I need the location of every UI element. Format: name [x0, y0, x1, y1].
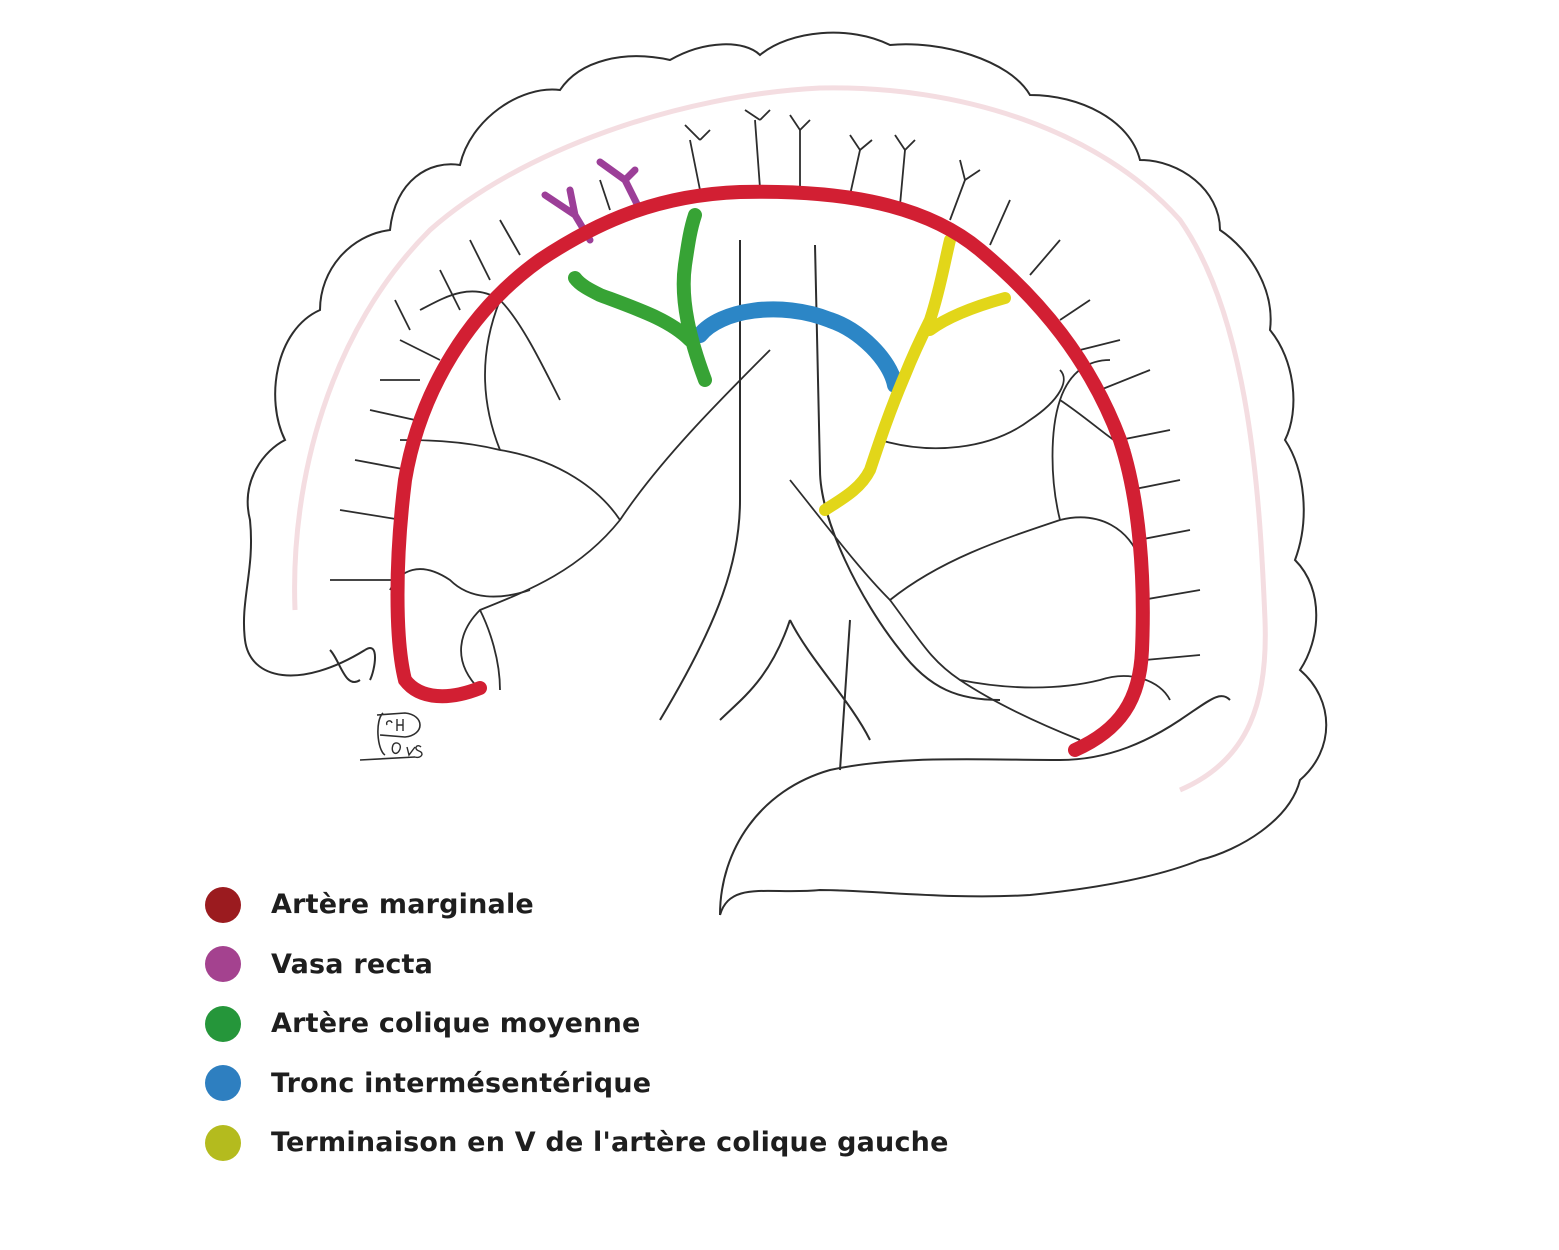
colon-outline [242, 31, 1328, 916]
legend-dot-marginal [205, 886, 241, 923]
arcade-branches [389, 290, 1171, 741]
intermesenteric-trunk [692, 301, 903, 393]
legend-item-intermesenteric: Tronc intermésentérique [205, 1054, 949, 1114]
legend-label-intermesenteric: Tronc intermésentérique [271, 1067, 652, 1099]
vasa-recta-branches [330, 109, 1201, 661]
legend-item-middle-colic: Artère colique moyenne [205, 994, 949, 1054]
mesenteric-root [659, 240, 1001, 771]
legend-item-vasa-recta: Vasa recta [205, 935, 949, 995]
legend-dot-vasa-recta [205, 946, 241, 983]
legend-item-marginal: Artère marginale [205, 875, 949, 935]
artist-signature [355, 705, 450, 775]
legend-dot-left-colic-v [205, 1124, 241, 1161]
left-colic-v-termination [819, 234, 1011, 516]
legend-dot-intermesenteric [205, 1065, 241, 1102]
middle-colic-artery [568, 208, 712, 387]
legend-label-left-colic-v: Terminaison en V de l'artère colique gau… [271, 1127, 949, 1159]
legend-item-left-colic-v: Terminaison en V de l'artère colique gau… [205, 1113, 949, 1173]
mesentery-outline [719, 695, 1231, 916]
legend-dot-middle-colic [205, 1005, 241, 1042]
taenia-band [292, 85, 1268, 793]
marginal-artery [390, 184, 1150, 757]
colon-inner-outline [329, 647, 376, 683]
legend-label-middle-colic: Artère colique moyenne [271, 1008, 641, 1040]
legend-label-vasa-recta: Vasa recta [271, 948, 434, 980]
legend: Artère marginale Vasa recta Artère coliq… [205, 875, 949, 1173]
legend-label-marginal: Artère marginale [271, 889, 534, 921]
